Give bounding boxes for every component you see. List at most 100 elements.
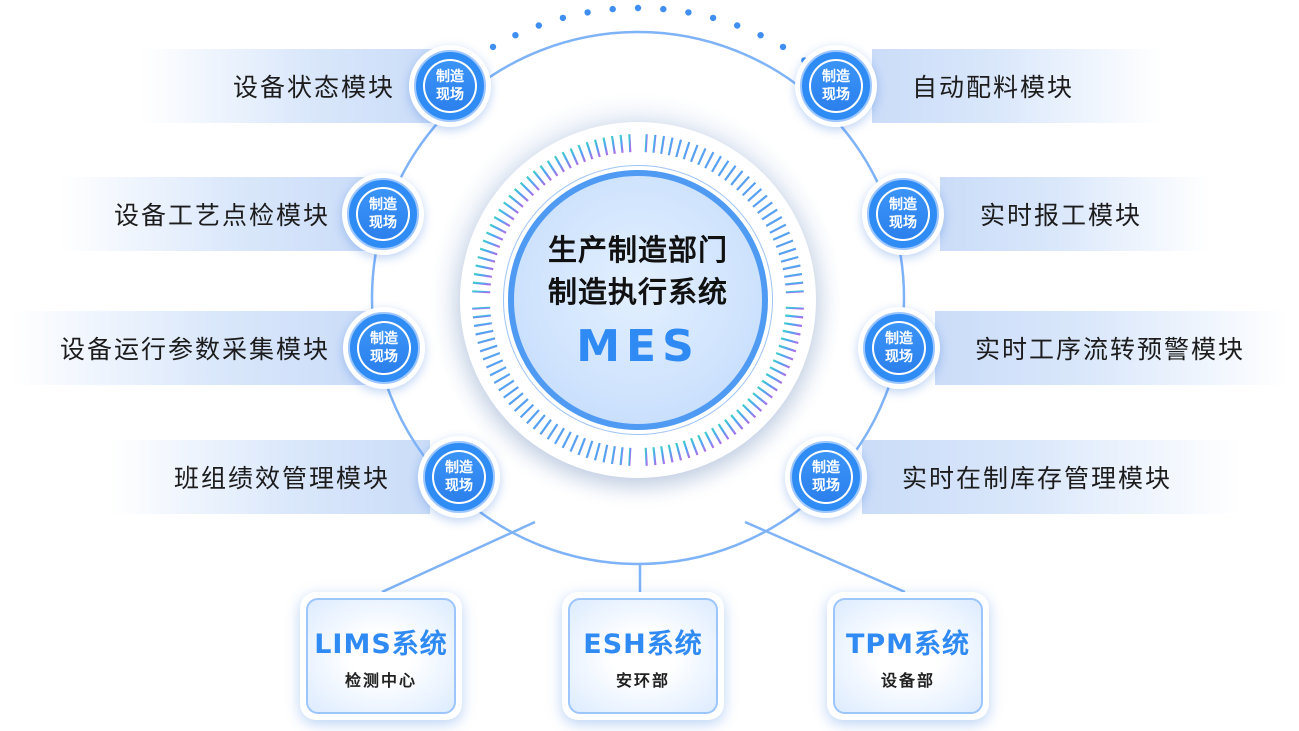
hub-tick [503, 386, 519, 399]
hub-tick [660, 446, 666, 465]
hub-tick [482, 239, 501, 249]
module-banner-team-performance: 班组绩效管理模块 [110, 440, 430, 514]
node-wip-inventory: 制造 现场 [785, 436, 867, 518]
hub-tick [757, 386, 773, 399]
decorative-dot [660, 5, 667, 13]
node-label-line1: 制造 [445, 460, 473, 476]
hub-tick [644, 447, 648, 466]
hub-tick [577, 437, 587, 456]
hub-tick [554, 427, 565, 445]
hub-tick [602, 137, 609, 156]
hub-tick [610, 135, 616, 154]
hub-tick [772, 231, 791, 241]
hub-tick [682, 141, 691, 160]
hub-tick [769, 223, 787, 234]
hub-acronym: MES [576, 320, 700, 372]
decorative-dot [489, 43, 497, 51]
hub-tick [667, 444, 674, 463]
hub-tick [784, 322, 803, 328]
system-card-tpm: TPM系统 设备部 [827, 592, 989, 720]
hub-tick [765, 216, 783, 227]
decorative-dot [757, 32, 764, 39]
hub-tick [689, 144, 699, 163]
node-team-performance: 制造 现场 [418, 436, 500, 518]
hub-tick [736, 175, 750, 191]
hub-tick [747, 188, 763, 202]
decorative-dot [709, 14, 717, 22]
hub-tick [477, 337, 496, 345]
hub-tick [585, 440, 594, 459]
hub-tick [472, 281, 491, 286]
system-card-lims: LIMS系统 检测中心 [300, 592, 462, 720]
hub-tick [741, 181, 757, 197]
node-label-line1: 制造 [889, 197, 917, 213]
node-label-line1: 制造 [436, 69, 464, 85]
hub-tick [479, 344, 498, 353]
hub-tick [628, 447, 632, 466]
hub-tick [769, 366, 787, 377]
hub-tick [736, 409, 750, 425]
module-banner-process-inspection: 设备工艺点检模块 [60, 177, 370, 251]
hub-tick [782, 264, 801, 271]
module-banner-device-status: 设备状态模块 [140, 49, 435, 123]
node-parameter-collection: 制造 现场 [343, 307, 425, 389]
decorative-dot [535, 22, 542, 29]
node-label-line2: 现场 [822, 87, 850, 103]
decorative-dot [512, 32, 519, 39]
hub-tick [498, 379, 515, 392]
module-banner-parameter-collection: 设备运行参数采集模块 [10, 311, 370, 385]
module-label: 实时工序流转预警模块 [975, 335, 1246, 364]
hub-tick [697, 147, 707, 166]
hub-tick [652, 134, 657, 153]
hub-tick [526, 175, 540, 191]
hub-tick [619, 134, 624, 153]
hub-tick [513, 188, 529, 202]
hub-tick [747, 398, 763, 412]
connector-line-tpm [744, 520, 906, 594]
hub-tick [724, 419, 737, 435]
decorative-dot [685, 9, 692, 16]
hub-tick [785, 290, 804, 294]
hub-tick [546, 160, 559, 177]
hub-tick [757, 201, 773, 214]
connector-line-lims [381, 520, 536, 594]
hub-tick [493, 216, 511, 227]
hub-tick [475, 264, 494, 271]
hub-tick [775, 239, 794, 249]
outer-ring [370, 30, 906, 566]
hub-tick-ring [472, 134, 804, 466]
node-label-line1: 制造 [369, 197, 397, 213]
hub-tick [778, 344, 797, 353]
hub-tick [546, 423, 559, 440]
module-banner-process-warning: 实时工序流转预警模块 [935, 311, 1290, 385]
hub-tick [508, 392, 524, 406]
hub-text: 生产制造部门 制造执行系统 MES [508, 170, 768, 430]
hub-tick [778, 247, 797, 256]
module-banner-auto-batching: 自动配料模块 [872, 49, 1162, 123]
node-label-line2: 现场 [369, 215, 397, 231]
hub-tick [561, 151, 572, 169]
hub-tick [554, 155, 565, 173]
hub-tick [475, 329, 494, 336]
node-label-line1: 制造 [885, 331, 913, 347]
node-label-line2: 现场 [436, 87, 464, 103]
module-banner-wip-inventory: 实时在制库存管理模块 [862, 440, 1242, 514]
node-device-status: 制造 现场 [409, 45, 491, 127]
hub-tick [704, 431, 715, 449]
decorative-dot [584, 9, 591, 16]
hub-tick [593, 139, 601, 158]
hub-tick [602, 444, 609, 463]
module-label: 自动配料模块 [912, 73, 1075, 102]
hub-tick [784, 272, 803, 278]
hub-tick [675, 139, 683, 158]
hub-tick [730, 170, 744, 186]
hub-tick [644, 134, 648, 153]
hub-tick [761, 379, 778, 392]
node-label-line2: 现场 [812, 478, 840, 494]
hub-tick [532, 170, 546, 186]
module-label: 实时报工模块 [980, 201, 1143, 230]
hub-tick [610, 446, 616, 465]
hub-core [508, 170, 768, 430]
hub-tick [704, 151, 715, 169]
hub-title-line1: 生产制造部门 [547, 232, 728, 267]
